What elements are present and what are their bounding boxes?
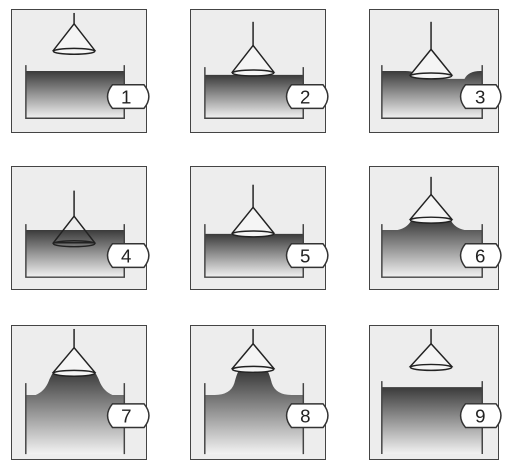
panel-label: 4 bbox=[121, 245, 131, 266]
cone-icon bbox=[408, 21, 454, 80]
panel-6: 6 bbox=[369, 166, 502, 290]
cone-icon bbox=[51, 190, 97, 248]
liquid bbox=[204, 233, 304, 278]
cone-icon bbox=[408, 176, 454, 224]
panel-7: 7 bbox=[11, 325, 150, 460]
panel-2: 2 bbox=[190, 9, 329, 133]
label-badge: 5 bbox=[285, 243, 329, 269]
liquid bbox=[204, 74, 304, 119]
panel-6-drawing: 6 bbox=[381, 176, 502, 278]
label-badge: 3 bbox=[459, 84, 502, 110]
panel-3-drawing: 3 bbox=[381, 21, 502, 119]
label-badge: 6 bbox=[459, 243, 502, 269]
liquid bbox=[381, 220, 483, 278]
cone-icon bbox=[230, 328, 276, 374]
panel-label: 1 bbox=[121, 86, 131, 107]
liquid bbox=[381, 71, 483, 119]
panel-5: 5 bbox=[190, 166, 329, 290]
panel-2-drawing: 2 bbox=[204, 21, 329, 119]
panel-label: 3 bbox=[475, 86, 485, 107]
panel-1: 1 bbox=[11, 9, 150, 133]
panel-label: 9 bbox=[475, 406, 485, 427]
panel-8-drawing: 8 bbox=[204, 328, 329, 455]
panel-label: 7 bbox=[121, 406, 131, 427]
panel-9: 9 bbox=[369, 325, 502, 460]
label-badge: 7 bbox=[106, 403, 150, 429]
liquid bbox=[381, 387, 483, 455]
label-badge: 4 bbox=[106, 243, 150, 269]
panel-label: 5 bbox=[300, 245, 310, 266]
cone-icon bbox=[51, 328, 97, 377]
panel-8: 8 bbox=[190, 325, 329, 460]
liquid bbox=[204, 371, 304, 455]
cone-icon bbox=[51, 12, 97, 56]
panel-4: 4 bbox=[11, 166, 150, 290]
panel-7-drawing: 7 bbox=[25, 328, 150, 455]
liquid bbox=[25, 371, 125, 455]
panel-5-drawing: 5 bbox=[204, 184, 329, 278]
panel-9-drawing: 9 bbox=[381, 328, 502, 455]
label-badge: 9 bbox=[459, 403, 502, 429]
label-badge: 2 bbox=[285, 84, 329, 110]
label-badge: 1 bbox=[106, 84, 150, 110]
cone-icon bbox=[230, 21, 276, 77]
panel-label: 2 bbox=[300, 86, 310, 107]
panel-1-drawing: 1 bbox=[25, 12, 150, 119]
label-badge: 8 bbox=[285, 403, 329, 429]
panel-label: 8 bbox=[300, 406, 310, 427]
panel-3: 3 bbox=[369, 9, 502, 133]
panel-label: 6 bbox=[475, 245, 485, 266]
cone-icon bbox=[230, 184, 276, 238]
cone-icon bbox=[408, 328, 454, 372]
liquid bbox=[25, 71, 125, 119]
panel-4-drawing: 4 bbox=[25, 190, 150, 278]
liquid bbox=[25, 229, 125, 278]
